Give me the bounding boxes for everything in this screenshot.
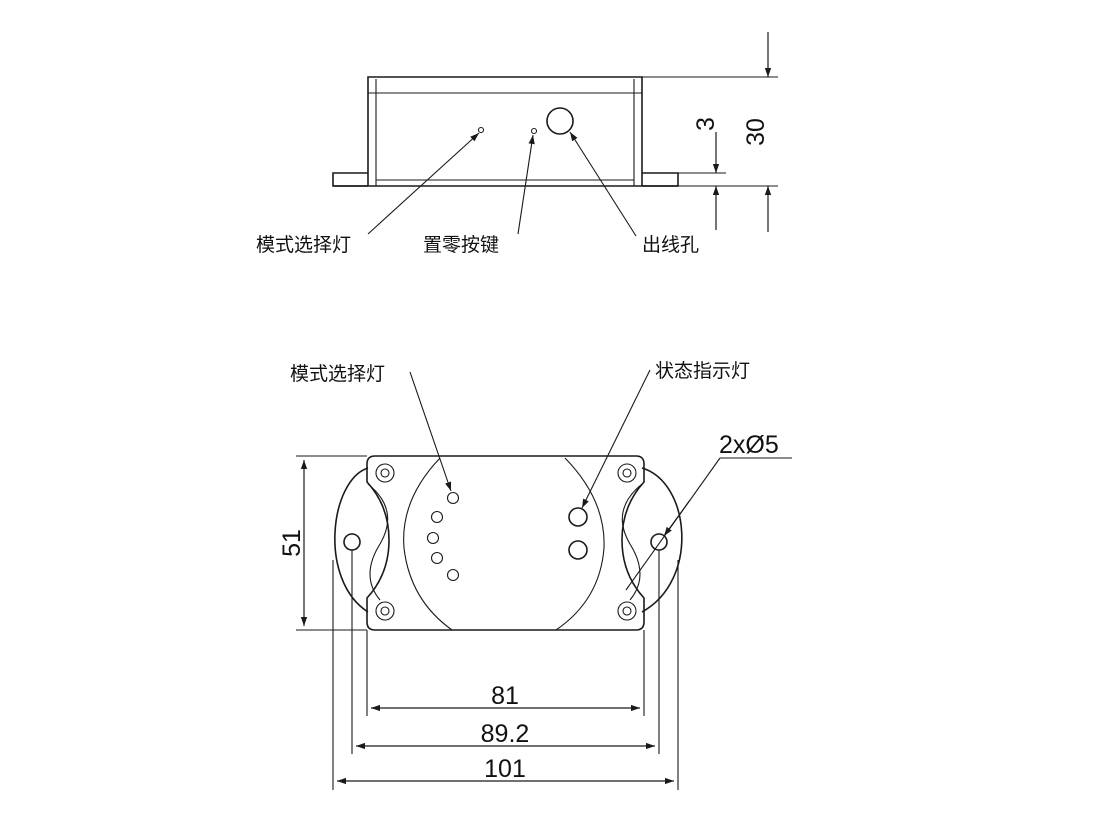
label-side-mode-light: 模式选择灯 [256, 234, 351, 256]
leader-top-status-light [581, 369, 651, 509]
top-flange-plate [334, 467, 683, 613]
dim-side-flange: 3 [692, 117, 720, 131]
dim-top-height: 51 [278, 529, 306, 557]
screw-bottom-left [375, 601, 395, 621]
top-left-flange-inner [367, 483, 389, 601]
screw-bottom-right [617, 601, 637, 621]
mount-hole-left [343, 533, 361, 551]
screw-top-right [617, 463, 637, 483]
status-led-1 [568, 507, 588, 527]
screw-top-left [375, 463, 395, 483]
dim-side-height: 30 [742, 118, 770, 146]
leader-side-zero-button [517, 134, 535, 235]
top-inner-right-arc [555, 457, 605, 631]
top-body-outline [366, 455, 645, 631]
label-top-status-light: 状态指示灯 [655, 360, 750, 382]
dim-total-width: 101 [484, 755, 526, 783]
top-right-flange-inner [621, 483, 643, 601]
status-led-2 [568, 540, 588, 560]
top-view: 模式选择灯 状态指示灯 2xØ5 51 81 89.2 101 [278, 360, 792, 790]
leader-mount-holes-arrow [663, 499, 691, 537]
label-mount-holes: 2xØ5 [719, 431, 779, 459]
side-view: 模式选择灯 置零按键 出线孔 30 3 [256, 32, 778, 256]
label-side-zero-button: 置零按键 [423, 234, 499, 256]
side-cable-hole [546, 107, 574, 135]
dim-body-width: 81 [491, 682, 519, 710]
side-right-flange [642, 172, 679, 187]
side-mode-light-dot [477, 126, 485, 134]
dim-hole-spacing: 89.2 [481, 720, 530, 748]
leader-top-mode-light [409, 371, 452, 492]
label-side-cable-hole: 出线孔 [642, 234, 699, 256]
leader-side-mode-light [367, 132, 480, 235]
side-left-flange [332, 172, 368, 187]
top-inner-left-arc [403, 457, 453, 631]
label-top-mode-light: 模式选择灯 [290, 363, 385, 385]
mode-leds [426, 491, 460, 582]
leader-side-cable-hole [569, 131, 637, 237]
side-zero-button-dot [530, 127, 538, 135]
side-body-outline [367, 76, 643, 186]
